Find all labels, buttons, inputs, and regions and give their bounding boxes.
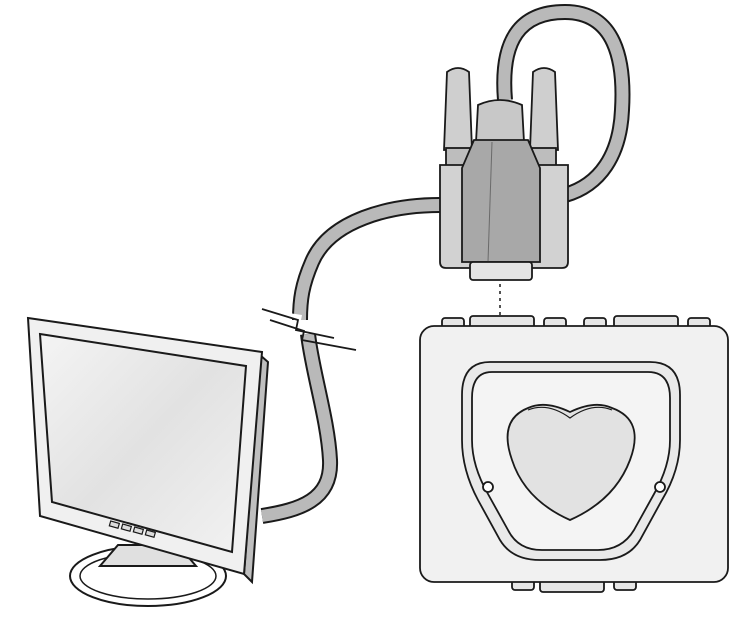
kvm-switch	[419, 315, 729, 593]
cable-break-symbol	[261, 308, 357, 351]
monitor-control-buttons	[108, 520, 157, 539]
vga-cable	[260, 197, 441, 524]
vga-connector	[439, 67, 569, 281]
lcd-monitor	[26, 316, 270, 607]
cable-loop	[496, 3, 631, 203]
